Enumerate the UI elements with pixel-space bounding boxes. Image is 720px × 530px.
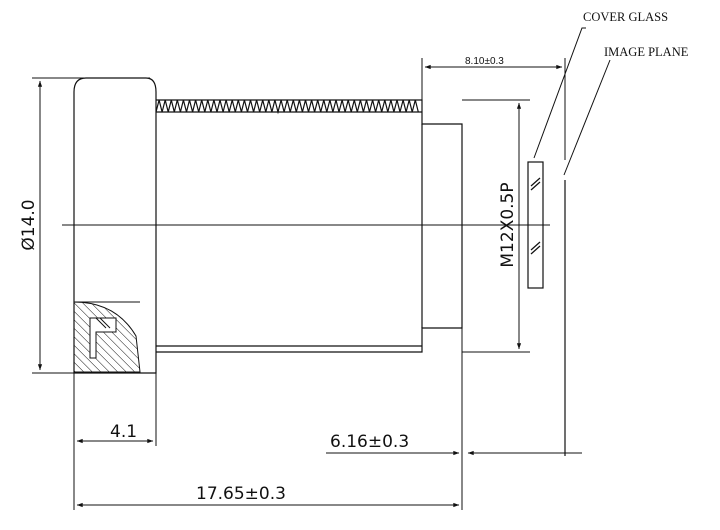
image-plane-leader [563,59,611,176]
cover-glass-leader [533,27,586,159]
thread-text: M12X0.5P [498,182,518,267]
back-focal-text: 6.16±0.3 [330,432,409,452]
cover-glass [527,161,544,289]
section-cutaway [73,301,141,373]
flange-text: 4.1 [110,422,137,442]
image-plane-label: IMAGE PLANE [604,45,689,59]
diameter-text: Ø14.0 [19,199,39,250]
thread-teeth [155,99,419,115]
top-dimension-text: 8.10±0.3 [465,56,504,67]
total-length-text: 17.65±0.3 [196,484,286,504]
threaded-barrel [156,99,463,353]
cover-glass-label: COVER GLASS [583,10,668,24]
